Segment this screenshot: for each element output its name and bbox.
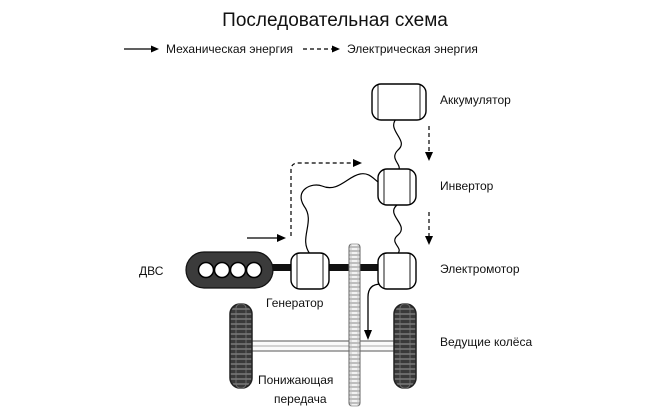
inverter-label: Инвертор — [440, 179, 494, 193]
engine-label: ДВС — [139, 264, 164, 278]
wheel-left — [229, 303, 253, 389]
solid-arrow-icon — [124, 45, 159, 53]
inverter-box — [377, 168, 417, 206]
wheel-right — [393, 303, 417, 389]
electrical-flow-arrow-inverter — [425, 212, 433, 245]
motor-label: Электромотор — [440, 262, 520, 276]
legend-mechanical-label: Механическая энергия — [166, 42, 294, 56]
legend-electrical: Электрическая энергия — [301, 42, 478, 56]
dashed-arrow-icon — [303, 45, 341, 53]
diagram-title: Последовательная схема — [222, 10, 448, 31]
reduction-gear-label-line1: Понижающая — [258, 373, 334, 387]
generator-label: Генератор — [266, 296, 324, 310]
electrical-flow-arrow-generator — [290, 159, 362, 236]
mechanical-flow-arrow-motor — [364, 283, 382, 340]
battery-box — [371, 83, 427, 121]
battery-label: Аккумулятор — [440, 93, 511, 107]
legend-electrical-label: Электрическая энергия — [347, 42, 478, 56]
legend: Механическая энергия Электрическая энерг… — [120, 40, 478, 58]
engine-block — [185, 251, 274, 289]
reduction-gear-label-line2: передача — [274, 392, 327, 406]
cable-generator-inverter — [300, 173, 382, 255]
motor-box — [377, 252, 417, 290]
wheels-label: Ведущие колёса — [440, 335, 533, 349]
cable-inverter-motor — [393, 204, 402, 255]
cable-battery-inverter — [393, 117, 402, 173]
legend-mechanical: Механическая энергия — [120, 42, 293, 56]
mechanical-flow-arrow-engine — [247, 234, 286, 242]
generator-box — [290, 252, 330, 290]
electrical-flow-arrow-battery — [425, 126, 433, 161]
